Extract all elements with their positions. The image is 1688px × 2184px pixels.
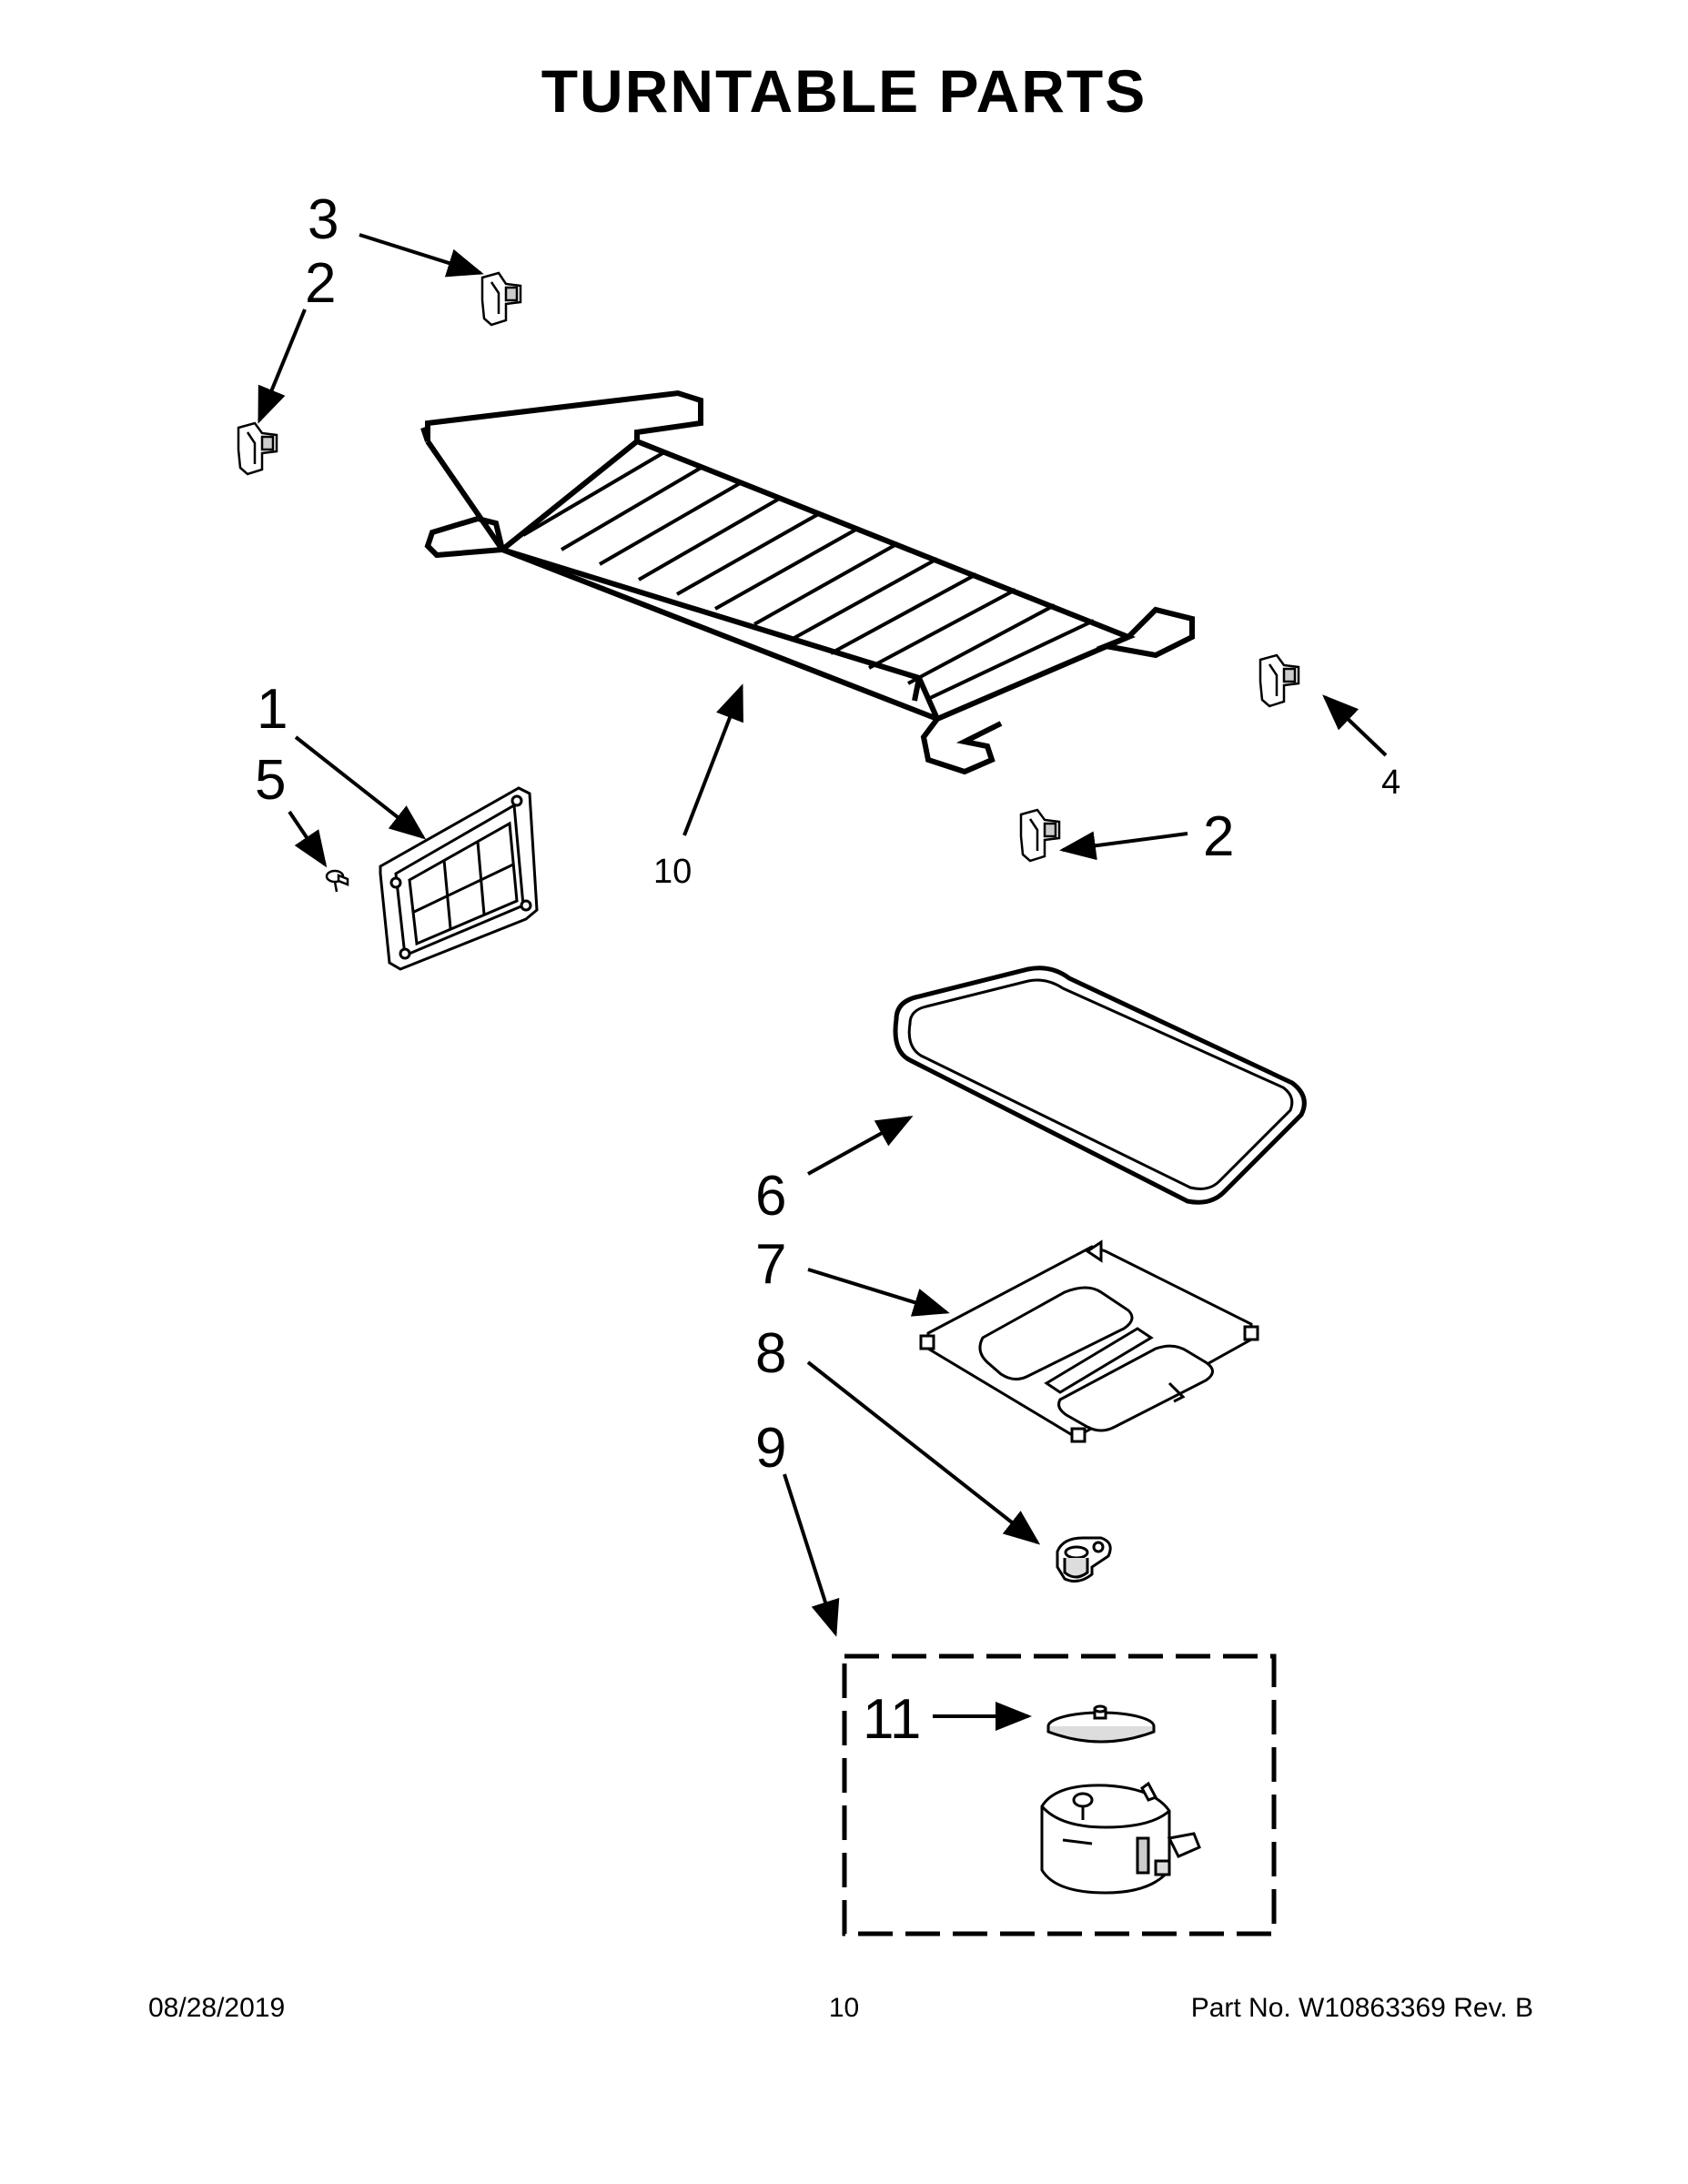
callout-11: 11 (863, 1688, 921, 1751)
arrow-3 (359, 233, 484, 278)
rack-support-clip-4 (1258, 653, 1300, 708)
callout-3: 3 (308, 188, 339, 251)
callout-10: 10 (653, 853, 692, 891)
callout-8: 8 (755, 1322, 786, 1385)
page-title: TURNTABLE PARTS (541, 57, 1147, 125)
arrow-2-right (1059, 831, 1188, 861)
arrow-1 (294, 735, 427, 840)
arrow-6 (807, 1116, 914, 1176)
glass-tray-6 (893, 966, 1307, 1205)
callout-1: 1 (257, 678, 288, 741)
wire-rack-10 (420, 389, 1195, 775)
arrow-10 (682, 683, 743, 836)
callout-6: 6 (755, 1165, 786, 1228)
coupler-8 (1056, 1536, 1112, 1583)
screw-5 (325, 869, 349, 893)
arrow-9 (783, 1473, 840, 1637)
rack-support-clip-2-left (237, 421, 278, 476)
callout-2-right: 2 (1203, 805, 1234, 868)
arrow-4 (1322, 694, 1388, 757)
turntable-motor (1040, 1781, 1201, 1895)
callout-5: 5 (255, 749, 286, 812)
footer-page-number: 10 (828, 1993, 860, 2023)
rack-support-clip-2-right (1019, 808, 1061, 863)
drive-plate-11 (1046, 1704, 1156, 1744)
support-bracket-7 (919, 1239, 1259, 1443)
arrow-5 (288, 810, 328, 868)
leader-arrows (258, 233, 1388, 1731)
arrow-7 (807, 1268, 950, 1317)
panel-cover-1 (379, 786, 539, 971)
callout-4: 4 (1381, 763, 1400, 802)
footer-date: 08/28/2019 (148, 1993, 286, 2023)
callout-2-top: 2 (305, 252, 336, 315)
callout-labels: 3 2 1 5 10 4 2 6 7 8 9 11 (255, 188, 1400, 1751)
rack-support-clip-3 (480, 271, 522, 327)
motor-assembly-group-9 (842, 1653, 1277, 1936)
callout-9: 9 (755, 1417, 786, 1480)
footer-part-number: Part No. W10863369 Rev. B (1190, 1993, 1533, 2023)
arrow-2-top (258, 308, 307, 424)
arrow-8 (806, 1360, 1041, 1545)
callout-7: 7 (755, 1233, 786, 1296)
